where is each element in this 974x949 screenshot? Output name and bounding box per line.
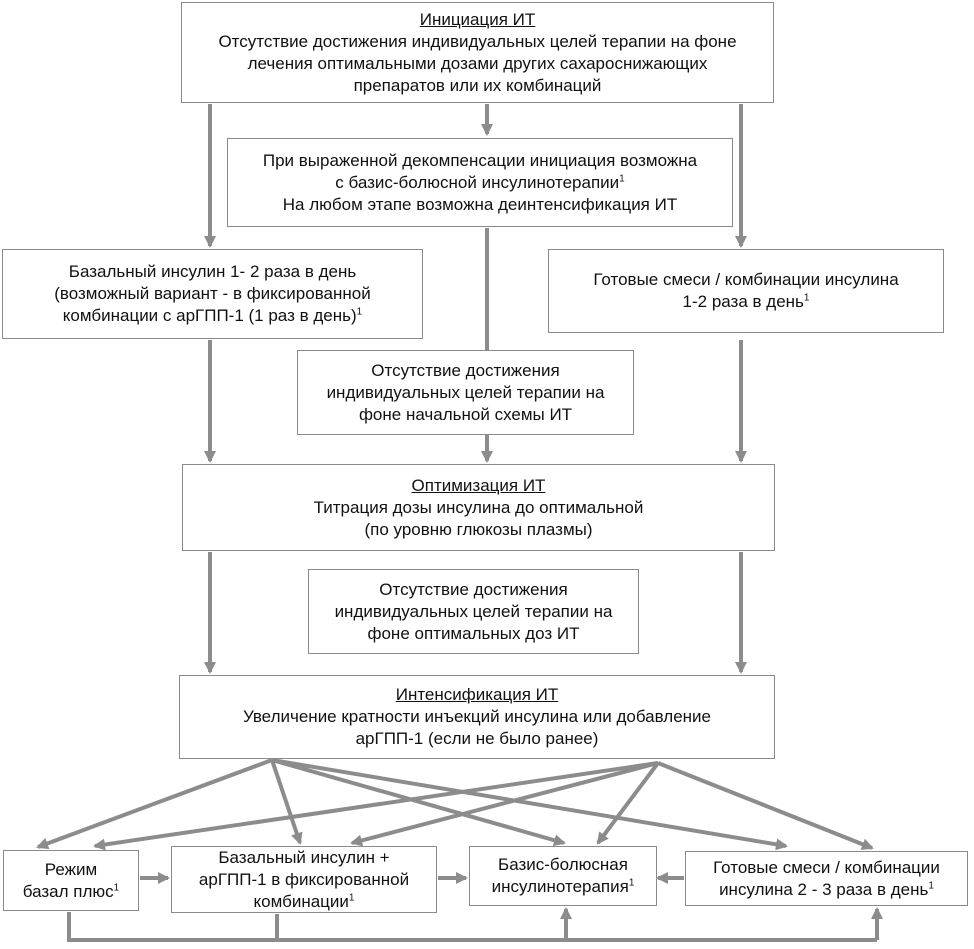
basal-glp-fixed-box: Базальный инсулин + арГПП-1 в фиксирован… — [171, 846, 437, 913]
intensification-line: арГПП-1 (если не было ранее) — [355, 729, 599, 748]
premix-multi-line: Готовые смеси / комбинации — [713, 857, 940, 877]
fail-optimal-box: Отсутствие достижения индивидуальных цел… — [308, 569, 639, 654]
basal-plus-box: Режим базал плюс1 — [3, 850, 139, 911]
premix-multi-line: инсулина 2 - 3 раза в день1 — [719, 879, 934, 899]
arrow-int-to-basal-plus-b — [93, 761, 659, 851]
fail-initial-line: Отсутствие достижения — [371, 360, 560, 380]
premix-line: 1-2 раза в день1 — [682, 292, 810, 311]
basal-plus-line: базал плюс1 — [22, 881, 120, 901]
fail-initial-line: индивидуальных целей терапии на — [326, 382, 605, 402]
arrow-int-to-basal-glp-a — [270, 759, 303, 845]
initiation-line: Отсутствие достижения индивидуальных цел… — [218, 31, 737, 51]
basal-line: Базальный инсулин 1- 2 раза в день — [68, 262, 357, 281]
arrow-int-to-basal-plus-a — [36, 758, 273, 850]
note-line: с базис-болюсной инсулинотерапии1 — [335, 172, 625, 192]
fail-optimal-line: фоне оптимальных доз ИТ — [367, 623, 580, 643]
arrow-int-to-basal-glp-b — [350, 761, 659, 847]
basis-bolus-line: Базис-болюсная — [498, 855, 628, 874]
intensification-line: Увеличение кратности инъекций инсулина и… — [243, 707, 711, 726]
basal-glp-line: комбинации1 — [253, 891, 355, 911]
optimization-line: Титрация дозы инсулина до оптимальной — [313, 497, 644, 517]
basal-glp-line: арГПП-1 в фиксированной — [198, 869, 410, 889]
optimization-box: Оптимизация ИТ Титрация дозы инсулина до… — [182, 464, 775, 551]
basal-insulin-box: Базальный инсулин 1- 2 раза в день (возм… — [2, 249, 423, 339]
note-line: На любом этапе возможна деинтенсификация… — [282, 194, 678, 214]
arrow-int-to-premix-b — [657, 761, 874, 850]
bottom-rail — [67, 912, 877, 942]
basal-glp-line: Базальный инсулин + — [218, 847, 390, 867]
premix-multi-box: Готовые смеси / комбинации инсулина 2 - … — [685, 851, 968, 906]
initiation-line: лечения оптимальными дозами других сахар… — [247, 53, 708, 73]
fail-initial-line: фоне начальной схемы ИТ — [358, 404, 573, 424]
initiation-box: Инициация ИТ Отсутствие достижения индив… — [181, 2, 774, 103]
initiation-title: Инициация ИТ — [419, 9, 536, 29]
optimization-title: Оптимизация ИТ — [411, 475, 546, 495]
initiation-line: препаратов или их комбинаций — [353, 75, 602, 95]
fail-optimal-line: индивидуальных целей терапии на — [334, 601, 613, 621]
basal-line: комбинации с арГПП-1 (1 раз в день)1 — [62, 306, 363, 325]
fail-optimal-line: Отсутствие достижения — [379, 579, 568, 599]
arrow-int-to-bb-b — [596, 761, 660, 845]
intensification-box: Интенсификация ИТ Увеличение кратности и… — [179, 675, 775, 759]
premix-box: Готовые смеси / комбинации инсулина 1-2 … — [548, 249, 944, 333]
basis-bolus-line: инсулинотерапия1 — [491, 877, 635, 896]
note-line: При выраженной декомпенсации инициация в… — [262, 150, 698, 170]
intensification-title: Интенсификация ИТ — [395, 685, 559, 704]
fail-initial-box: Отсутствие достижения индивидуальных цел… — [297, 350, 634, 435]
optimization-line: (по уровню глюкозы плазмы) — [364, 519, 593, 539]
arrow-int-to-bb-a — [271, 758, 566, 847]
premix-line: Готовые смеси / комбинации инсулина — [593, 270, 899, 289]
basis-bolus-box: Базис-болюсная инсулинотерапия1 — [469, 846, 657, 906]
decompensation-note-box: При выраженной декомпенсации инициация в… — [227, 138, 733, 227]
basal-plus-line: Режим — [44, 859, 98, 879]
basal-line: (возможный вариант - в фиксированной — [54, 284, 371, 303]
arrow-int-to-premix-a — [271, 758, 788, 851]
